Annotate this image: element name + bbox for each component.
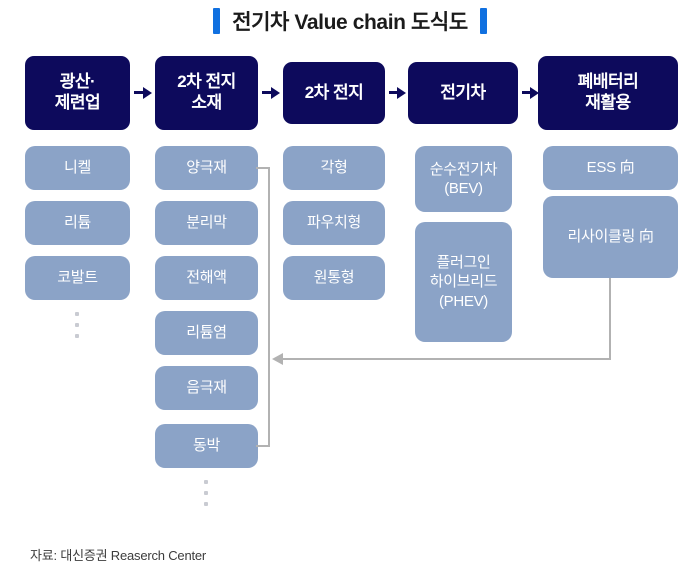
- item-box-lithium[interactable]: 리튬: [25, 201, 130, 245]
- feedback-line-vertical: [609, 278, 611, 360]
- item-box-lithium-salt[interactable]: 리튬염: [155, 311, 258, 355]
- bracket-vertical: [268, 167, 270, 447]
- item-box-copper-foil[interactable]: 동박: [155, 424, 258, 468]
- bracket-stub-top: [256, 167, 270, 169]
- item-box-cobalt[interactable]: 코발트: [25, 256, 130, 300]
- flow-arrow-stem-2: [262, 91, 273, 94]
- flow-arrow-4: [530, 86, 539, 99]
- item-box-recycling[interactable]: 리사이클링 向: [543, 196, 678, 278]
- item-box-phev[interactable]: 플러그인 하이브리드 (PHEV): [415, 222, 512, 342]
- header-box-secondary-battery[interactable]: 2차 전지: [283, 62, 385, 124]
- flow-arrow-stem-4: [522, 91, 532, 94]
- header-box-ev[interactable]: 전기차: [408, 62, 518, 124]
- flow-arrow-stem-3: [389, 91, 399, 94]
- ellipsis-column-materials: [204, 480, 208, 506]
- item-box-nickel[interactable]: 니켈: [25, 146, 130, 190]
- ellipsis-dot: [75, 323, 79, 327]
- ellipsis-dot: [75, 334, 79, 338]
- feedback-arrowhead-icon: [272, 353, 283, 365]
- item-box-pouch[interactable]: 파우치형: [283, 201, 385, 245]
- flow-arrow-stem-1: [134, 91, 145, 94]
- title-accent-bar-right: [479, 8, 487, 34]
- item-box-anode[interactable]: 음극재: [155, 366, 258, 410]
- item-box-cathode[interactable]: 양극재: [155, 146, 258, 190]
- bracket-stub-bottom: [256, 445, 270, 447]
- title-accent-bar-left: [213, 8, 221, 34]
- item-box-electrolyte[interactable]: 전해액: [155, 256, 258, 300]
- flow-arrow-3: [397, 86, 406, 99]
- flow-arrow-2: [271, 86, 280, 99]
- item-box-separator[interactable]: 분리막: [155, 201, 258, 245]
- title-text: 전기차 Value chain 도식도: [232, 11, 468, 34]
- item-box-prismatic[interactable]: 각형: [283, 146, 385, 190]
- item-box-cylindrical[interactable]: 원통형: [283, 256, 385, 300]
- header-box-battery-recycling[interactable]: 폐배터리 재활용: [538, 56, 678, 130]
- ellipsis-dot: [204, 491, 208, 495]
- item-box-bev[interactable]: 순수전기차 (BEV): [415, 146, 512, 212]
- ellipsis-dot: [75, 312, 79, 316]
- ellipsis-column-mining: [75, 312, 79, 338]
- ellipsis-dot: [204, 480, 208, 484]
- ellipsis-dot: [204, 502, 208, 506]
- page-title: 전기차 Value chain 도식도: [0, 6, 700, 36]
- item-box-ess[interactable]: ESS 向: [543, 146, 678, 190]
- header-box-battery-materials[interactable]: 2차 전지 소재: [155, 56, 258, 130]
- flow-arrow-1: [143, 86, 152, 99]
- header-box-mining[interactable]: 광산· 제련업: [25, 56, 130, 130]
- source-note: 자료: 대신증권 Reaserch Center: [30, 548, 207, 563]
- feedback-line-horizontal: [283, 358, 611, 360]
